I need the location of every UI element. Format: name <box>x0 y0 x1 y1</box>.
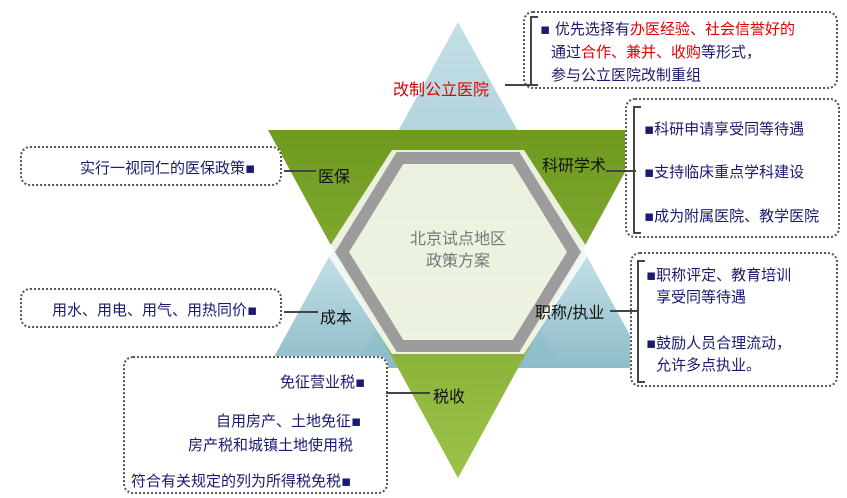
right-bottom-item-1: ▪职称评定、教育培训 <box>646 266 792 284</box>
right-top-item-1: ▪科研申请享受同等待遇 <box>644 120 805 138</box>
top-box-bracket <box>530 16 538 86</box>
arrow-lower-right <box>610 310 638 312</box>
bottom-item-3: 房产税和城镇土地使用税 <box>188 436 354 454</box>
right-bottom-item-2: 享受同等待遇 <box>656 288 747 306</box>
arrow-upper-right <box>606 170 636 172</box>
center-area <box>326 150 590 354</box>
right-bottom-bracket <box>637 260 645 383</box>
top-box <box>523 11 838 89</box>
top-box-line3: 参与公立医院改制重组 <box>551 66 702 84</box>
arrow-lower-left <box>284 311 318 313</box>
bottom-item-2: 自用房产、土地免征▪ <box>216 412 362 430</box>
center-line2: 政策方案 <box>425 251 490 270</box>
bottom-box <box>123 356 388 494</box>
label-bottom: 税收 <box>433 387 466 406</box>
label-upper-right: 科研学术 <box>542 156 607 175</box>
bottom-item-1: 免征营业税▪ <box>280 373 366 391</box>
top-box-line1: ▪ 优先选择有办医经验、社会信誉好的 <box>540 18 795 39</box>
hexagon <box>334 152 582 352</box>
arrow-upper-left <box>284 170 316 172</box>
center-line1: 北京试点地区 <box>409 229 506 248</box>
blue-lower-right <box>541 255 648 368</box>
top-line2-prefix: 通过 <box>551 43 582 61</box>
right-top-item-2: ▪支持临床重点学科建设 <box>644 163 805 181</box>
right-top-box <box>625 98 840 238</box>
right-top-item-3: ▪成为附属医院、教学医院 <box>644 207 820 225</box>
label-lower-left: 成本 <box>320 308 353 327</box>
left-mid-box <box>20 288 282 328</box>
arrow-bottom <box>386 392 430 394</box>
label-upper-left: 医保 <box>318 167 351 186</box>
arrow-top <box>505 84 535 86</box>
label-lower-right: 职称/执业 <box>535 303 605 322</box>
top-line1-prefix: ▪ 优先选择有 <box>540 20 630 38</box>
blue-lower-left <box>268 255 375 368</box>
label-top: 改制公立医院 <box>393 80 490 99</box>
center-title: 北京试点地区 政策方案 <box>400 228 516 272</box>
left-top-box <box>20 146 282 186</box>
top-line2-suffix: 等形式， <box>701 43 762 61</box>
bottom-item-4: 符合有关规定的列为所得税免税▪ <box>131 472 352 490</box>
right-bottom-box <box>630 252 838 387</box>
right-bottom-item-3: ▪鼓励人员合理流动， <box>646 334 792 352</box>
top-line1-highlight: 办医经验、社会信誉好的 <box>629 20 795 38</box>
right-bottom-item-4: 允许多点执业。 <box>656 356 762 374</box>
top-line2-highlight: 合作、兼并、收购 <box>581 43 702 61</box>
left-top-text: 实行一视同仁的医保政策▪ <box>80 159 256 177</box>
left-mid-text: 用水、用电、用气、用热同价▪ <box>52 301 258 319</box>
top-box-line2: 通过合作、兼并、收购等形式， <box>551 41 761 62</box>
